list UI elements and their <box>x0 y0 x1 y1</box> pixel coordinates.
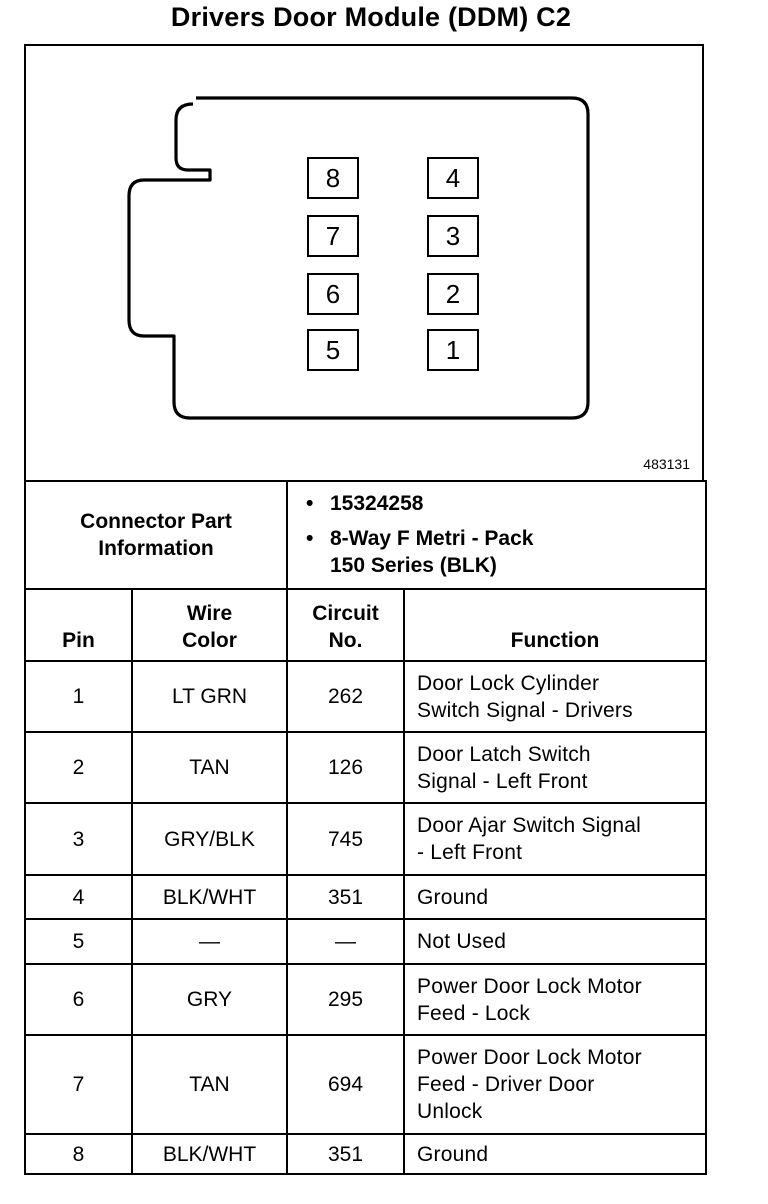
cell-circuit: 351 <box>286 874 405 920</box>
cell-circuit: — <box>286 918 405 965</box>
table-row: 4 BLK/WHT 351 Ground <box>24 874 707 920</box>
cell-wire-color: GRY <box>131 963 288 1036</box>
cell-pin: 8 <box>24 1133 133 1175</box>
cell-pin: 5 <box>24 918 133 965</box>
cell-pin: 7 <box>24 1034 133 1135</box>
connector-pin: 8 <box>307 157 359 199</box>
header-function: Function <box>403 588 707 662</box>
connector-diagram: 8 7 6 5 4 3 2 1 483131 <box>24 44 704 480</box>
bullet: • <box>306 526 314 550</box>
part-number: 15324258 <box>330 491 424 515</box>
cell-pin: 1 <box>24 660 133 733</box>
cell-circuit: 126 <box>286 731 405 804</box>
cell-pin: 4 <box>24 874 133 920</box>
header-pin: Pin <box>24 588 133 662</box>
connector-outline <box>127 96 590 420</box>
cell-wire-color: BLK/WHT <box>131 1133 288 1175</box>
table-row: 5 — — Not Used <box>24 918 707 965</box>
cell-wire-color: TAN <box>131 731 288 804</box>
cell-wire-color: — <box>131 918 288 965</box>
connector-type: 8-Way F Metri - Pack <box>330 526 534 550</box>
connector-pin: 2 <box>427 273 479 315</box>
cell-wire-color: BLK/WHT <box>131 874 288 920</box>
cell-pin: 2 <box>24 731 133 804</box>
connector-info-label: Connector Part Information <box>24 480 288 590</box>
connector-pin: 5 <box>307 329 359 371</box>
connector-info-values: • 15324258 • 8-Way F Metri - Pack 150 Seri… <box>286 480 707 590</box>
table-row: 3 GRY/BLK 745 Door Ajar Switch Signal- L… <box>24 802 707 876</box>
cell-circuit: 262 <box>286 660 405 733</box>
connector-pin: 7 <box>307 215 359 257</box>
connector-pin: 3 <box>427 215 479 257</box>
connector-pin: 4 <box>427 157 479 199</box>
cell-function: Door Ajar Switch Signal- Left Front <box>403 802 707 876</box>
connector-pin: 6 <box>307 273 359 315</box>
table-row: 8 BLK/WHT 351 Ground <box>24 1133 707 1175</box>
cell-circuit: 745 <box>286 802 405 876</box>
cell-circuit: 694 <box>286 1034 405 1135</box>
page-title: Drivers Door Module (DDM) C2 <box>170 2 572 32</box>
cell-wire-color: GRY/BLK <box>131 802 288 876</box>
cell-pin: 3 <box>24 802 133 876</box>
cell-wire-color: TAN <box>131 1034 288 1135</box>
connector-series: 150 Series (BLK) <box>330 553 497 577</box>
cell-function: Not Used <box>403 918 707 965</box>
cell-pin: 6 <box>24 963 133 1036</box>
connector-pin: 1 <box>427 329 479 371</box>
cell-wire-color: LT GRN <box>131 660 288 733</box>
cell-circuit: 351 <box>286 1133 405 1175</box>
cell-function: Ground <box>403 874 707 920</box>
cell-function: Ground <box>403 1133 707 1175</box>
bullet: • <box>306 491 314 515</box>
figure-number: 483131 <box>643 456 690 472</box>
cell-circuit: 295 <box>286 963 405 1036</box>
connector-info-table: Connector Part Information • 15324258 • 8-… <box>24 480 707 590</box>
